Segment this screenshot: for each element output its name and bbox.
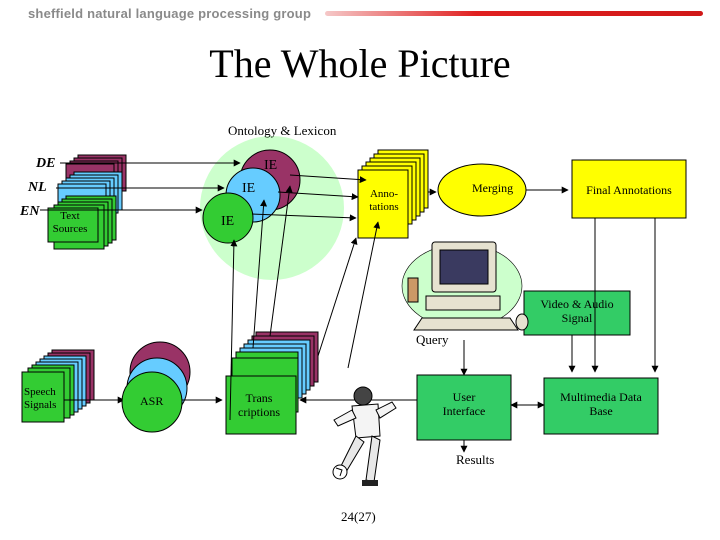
results-label: Results	[456, 452, 495, 467]
user-interface-box	[416, 374, 512, 441]
user-interface-label: User Interface	[442, 390, 486, 418]
speech-signals-label: Speech Signals	[24, 386, 57, 411]
lang-nl-label: NL	[28, 180, 47, 195]
ie-circle-low	[202, 192, 254, 244]
brand-header: sheffield natural language processing gr…	[28, 6, 312, 21]
slide-title: The Whole Picture	[209, 41, 511, 86]
lang-en-label: EN	[20, 204, 40, 219]
asr-circle-3	[121, 371, 183, 433]
final-annotations-label: Final Annotations	[586, 183, 672, 197]
computer-icon	[401, 241, 529, 331]
query-label: Query	[416, 332, 449, 347]
speech-stack	[21, 349, 95, 423]
final-annotations-box	[571, 159, 687, 219]
soccer-player-icon	[332, 386, 397, 486]
brand-stripe	[325, 11, 703, 16]
lang-de-label: DE	[36, 156, 56, 171]
ie-top-label: IE	[264, 158, 278, 173]
merging-label: Merging	[472, 181, 514, 195]
transcriptions-stack	[225, 331, 319, 435]
text-sources-label: Text Sources	[52, 210, 88, 235]
ie-low-label: IE	[221, 214, 235, 229]
multimedia-db-label: Multimedia Data Base	[560, 390, 642, 418]
page-number: 24(27)	[341, 509, 376, 524]
annotations-label: Anno-tations	[369, 188, 399, 213]
asr-label: ASR	[140, 394, 164, 408]
ie-mid-label: IE	[242, 181, 256, 196]
multimedia-db-box	[543, 377, 659, 435]
ontology-label: Ontology & Lexicon	[228, 123, 337, 138]
video-audio-box	[523, 290, 631, 336]
video-audio-label: Video & Audio Signal	[540, 297, 614, 325]
en-doc-stack	[47, 195, 117, 250]
transcriptions-label: Trans criptions	[238, 391, 280, 419]
annotation-stack	[357, 149, 429, 239]
